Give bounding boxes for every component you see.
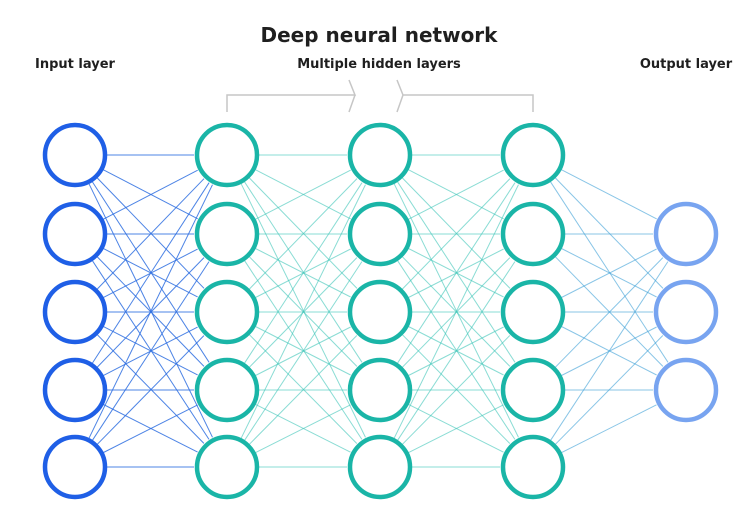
edge-hidden-2-2-to-hidden-3-1 [408, 169, 504, 220]
hidden-1-node-4 [194, 357, 260, 423]
edge-input-5-to-hidden-1-3 [97, 335, 205, 445]
hidden-3-node-4 [500, 357, 566, 423]
hidden-2-node-5 [347, 434, 413, 500]
connections [88, 154, 669, 468]
bracket-left [226, 79, 357, 113]
diagram-title: Deep neural network [261, 23, 499, 47]
output-node-3 [653, 357, 719, 423]
neurons [42, 122, 719, 500]
edge-hidden-1-5-to-hidden-2-1 [240, 184, 366, 439]
hidden-3-node-5 [500, 434, 566, 500]
edge-hidden-3-5-to-output-2 [555, 335, 664, 445]
hidden-1-node-5 [194, 434, 260, 500]
hidden-layers-label: Multiple hidden layers [297, 57, 461, 72]
hidden-1-node-3 [194, 279, 260, 345]
edge-hidden-1-2-to-hidden-2-1 [255, 169, 351, 220]
input-node-4 [42, 357, 108, 423]
input-layer-label: Input layer [35, 57, 116, 72]
hidden-3-node-2 [500, 201, 566, 267]
edge-input-5-to-hidden-1-1 [88, 184, 213, 439]
edge-input-3-to-hidden-1-1 [96, 178, 205, 290]
edge-hidden-2-5-to-hidden-3-2 [397, 261, 516, 441]
edge-input-2-to-hidden-1-1 [103, 169, 198, 220]
hidden-2-node-2 [347, 201, 413, 267]
hidden-3-node-1 [500, 122, 566, 188]
hidden-2-node-4 [347, 357, 413, 423]
edge-hidden-1-5-to-hidden-2-3 [249, 335, 358, 445]
edge-hidden-3-1-to-output-3 [550, 181, 669, 363]
edge-hidden-2-4-to-hidden-3-1 [397, 182, 516, 364]
input-node-5 [42, 434, 108, 500]
output-node-2 [653, 279, 719, 345]
edge-hidden-3-4-to-output-1 [555, 257, 664, 368]
hidden-2-node-1 [347, 122, 413, 188]
hidden-layers-bracket [226, 79, 534, 113]
edge-hidden-2-3-to-hidden-3-1 [401, 178, 511, 290]
input-node-1 [42, 122, 108, 188]
edge-hidden-1-5-to-hidden-2-4 [255, 404, 351, 454]
hidden-1-node-2 [194, 201, 260, 267]
edge-hidden-3-5-to-output-1 [550, 261, 669, 441]
edge-hidden-3-1-to-output-1 [561, 169, 657, 220]
edge-input-3-to-hidden-1-5 [97, 334, 205, 444]
edge-input-5-to-hidden-1-2 [92, 261, 210, 441]
output-node-1 [653, 201, 719, 267]
edge-hidden-1-3-to-hidden-2-1 [248, 178, 358, 290]
edge-hidden-3-3-to-output-1 [561, 248, 657, 298]
bracket-right [396, 79, 534, 113]
edge-input-5-to-hidden-1-4 [103, 404, 198, 453]
hidden-2-node-3 [347, 279, 413, 345]
edge-hidden-1-5-to-hidden-2-2 [244, 261, 363, 441]
hidden-3-node-3 [500, 279, 566, 345]
edge-hidden-3-1-to-output-2 [554, 177, 664, 289]
edge-hidden-2-5-to-hidden-3-4 [408, 404, 504, 454]
input-node-3 [42, 279, 108, 345]
edge-hidden-1-4-to-hidden-2-1 [244, 182, 363, 364]
input-node-2 [42, 201, 108, 267]
output-layer-label: Output layer [640, 57, 733, 72]
hidden-1-node-1 [194, 122, 260, 188]
edge-hidden-2-5-to-hidden-3-3 [402, 335, 511, 445]
edge-hidden-2-5-to-hidden-3-1 [393, 184, 519, 439]
edge-input-4-to-hidden-1-1 [91, 182, 210, 364]
edge-hidden-3-5-to-output-3 [561, 404, 657, 454]
